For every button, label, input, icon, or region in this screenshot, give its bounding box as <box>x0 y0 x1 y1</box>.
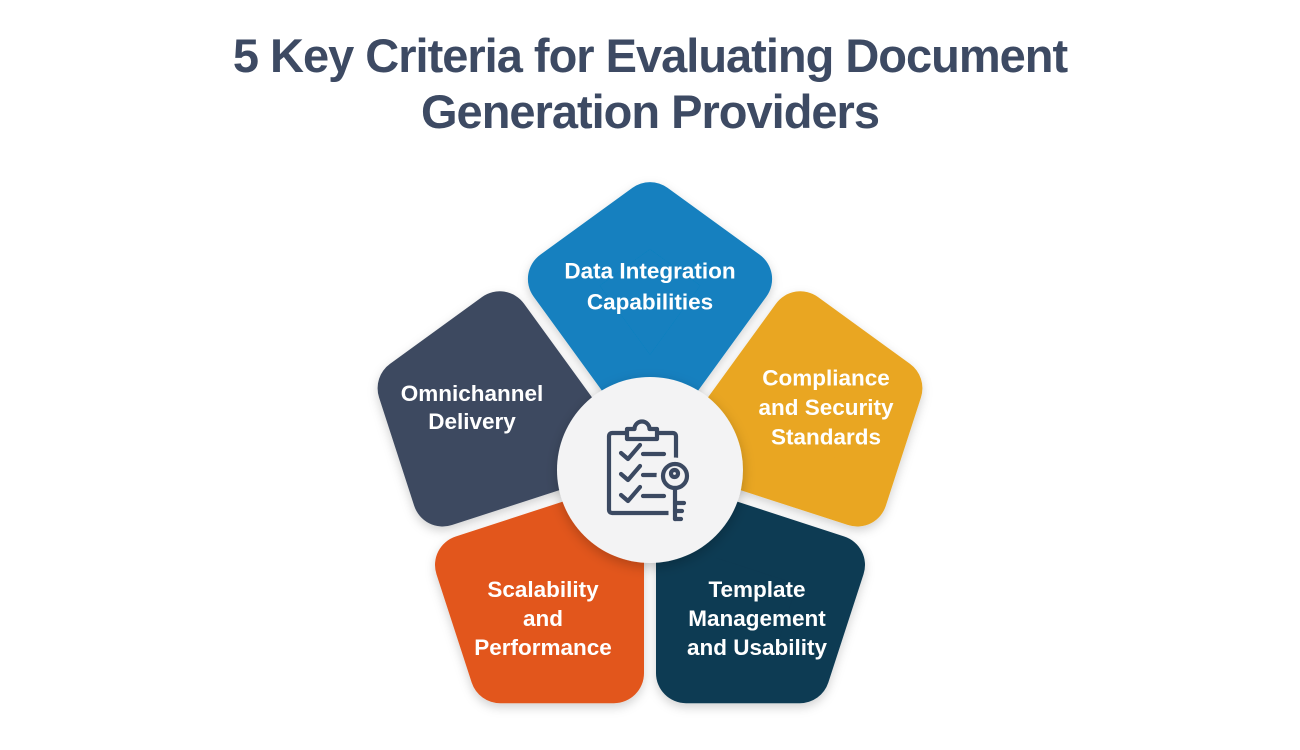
key-icon <box>660 461 690 522</box>
segment-omnichannel-delivery <box>377 291 622 527</box>
segment-compliance-and-security-standards <box>678 291 923 527</box>
checkmark-icon <box>618 463 643 483</box>
segment-template-management-and-usability <box>656 486 865 704</box>
clipboard-key-icon <box>606 419 694 526</box>
segment-data-integration-capabilities <box>527 182 773 436</box>
checkmark-icon <box>618 484 643 504</box>
page-title-line-1: 5 Key Criteria for Evaluating Document <box>232 29 1068 82</box>
page-title: 5 Key Criteria for Evaluating Document G… <box>0 28 1300 140</box>
segment-scalability-and-performance <box>435 486 644 704</box>
page-title-line-2: Generation Providers <box>421 85 880 138</box>
center-circle <box>557 377 743 563</box>
checkmark-icon <box>618 442 643 462</box>
